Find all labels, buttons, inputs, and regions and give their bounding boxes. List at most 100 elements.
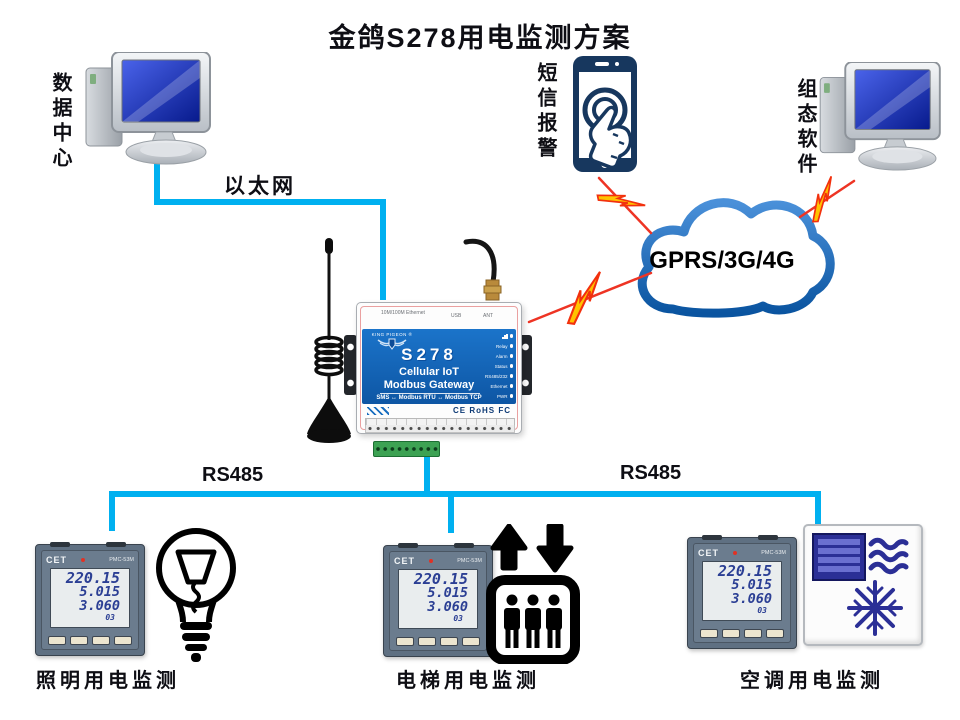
panel-divider — [380, 393, 480, 394]
ethernet-line — [154, 163, 386, 300]
meter-brand: CET — [698, 548, 719, 558]
meter-button — [70, 636, 88, 645]
ac-icon — [803, 524, 923, 646]
touch-hand-icon — [588, 105, 633, 170]
meter-clip — [398, 543, 418, 548]
led-dot — [509, 334, 513, 338]
led-label: Status — [494, 363, 508, 369]
smartphone-touch-icon — [573, 56, 637, 172]
snowflake-icon — [847, 580, 903, 636]
power-meter: CET PMC-53M 220.15 5.015 3.060 03 — [35, 542, 145, 656]
lcd-line: 5.015 — [427, 585, 468, 602]
sma-antenna-connector-icon — [463, 238, 502, 301]
meter-brand: CET — [46, 555, 67, 565]
usb-port-label: USB — [451, 313, 462, 319]
lcd-page: 03 — [757, 605, 767, 615]
scada-label: 组态软件 — [794, 78, 816, 178]
mounting-ear — [519, 335, 532, 395]
device-tagline2: Modbus Gateway — [383, 379, 475, 391]
led-label: Ethernet — [490, 383, 508, 389]
meter-brand: CET — [394, 556, 415, 566]
lcd-line: 3.060 — [731, 591, 772, 608]
meter-led — [429, 559, 433, 563]
device-protocol: SMS ↔ Modbus RTU ↔ Modbus TCP — [376, 395, 482, 401]
led-label: Relay — [495, 343, 508, 349]
meter-lcd: 220.15 5.015 3.060 03 — [50, 568, 130, 628]
ethernet-label: 以太网 — [224, 175, 296, 198]
power-meter: CET PMC-53M 220.15 5.015 3.060 03 — [383, 543, 493, 657]
cloud-label: GPRS/3G/4G — [649, 247, 795, 274]
cloud-icon — [637, 198, 835, 318]
meter-model: PMC-53M — [109, 557, 134, 563]
lcd-line: 5.015 — [79, 584, 120, 601]
led-dot — [509, 374, 513, 378]
lcd-page: 03 — [453, 613, 463, 623]
meter-clip — [50, 542, 70, 547]
meter-face: CET PMC-53M 220.15 5.015 3.060 03 — [41, 550, 139, 650]
device-model: S278 — [401, 345, 457, 364]
led-column: Relay Alarm Status RS485/232 Ethernet PW… — [485, 331, 513, 401]
desktop-computer-icon — [85, 52, 211, 165]
terminal-block — [373, 441, 440, 457]
desktop-computer-icon — [819, 62, 941, 171]
meter-button — [114, 636, 132, 645]
led-dot — [509, 384, 513, 388]
lcd-line: 3.060 — [427, 599, 468, 616]
meter-button — [700, 629, 718, 638]
meter-button — [462, 637, 480, 646]
meter-button — [418, 637, 436, 646]
terminal-screw-strip — [365, 425, 515, 433]
monitor-label-ac: 空调用电监测 — [740, 670, 884, 692]
led-dot — [509, 364, 513, 368]
lcd-line: 220.15 — [717, 562, 772, 580]
whip-antenna-icon — [307, 238, 351, 443]
bulb-icon — [156, 528, 236, 662]
page-title: 金鸽S278用电监测方案 — [328, 23, 632, 53]
wings-logo-icon — [377, 338, 407, 350]
meter-button — [766, 629, 784, 638]
led-dot — [509, 344, 513, 348]
led-dot — [509, 354, 513, 358]
meter-face: CET PMC-53M 220.15 5.015 3.060 03 — [389, 551, 487, 651]
rs485-left-label: RS485 — [202, 464, 264, 486]
monitor-label-elevator: 电梯用电监测 — [396, 670, 540, 692]
brand-name: KING PIGEON ® — [371, 332, 413, 337]
meter-clip — [454, 543, 474, 548]
lightning-icon — [553, 270, 616, 327]
meter-face: CET PMC-53M 220.15 5.015 3.060 03 — [693, 543, 791, 643]
led-label: PWR — [497, 393, 508, 399]
power-meter: CET PMC-53M 220.15 5.015 3.060 03 — [687, 535, 797, 649]
led-dot — [509, 394, 513, 398]
meter-button — [744, 629, 762, 638]
elevator-icon — [486, 524, 580, 664]
device-tagline1: Cellular IoT — [399, 366, 459, 378]
mounting-ear — [344, 335, 357, 395]
sms-alarm-label: 短信报警 — [534, 62, 556, 162]
meter-clip — [702, 535, 722, 540]
lcd-line: 220.15 — [413, 570, 468, 588]
brand-logo: KING PIGEON ® — [369, 332, 415, 356]
lcd-line: 220.15 — [65, 569, 120, 587]
ethernet-port-label: 10M/100M Ethernet — [381, 310, 425, 316]
meter-model: PMC-53M — [457, 558, 482, 564]
signal-icon — [502, 333, 508, 339]
rs485-right-label: RS485 — [620, 462, 682, 484]
rs485-bus-line — [109, 491, 821, 531]
meter-button — [396, 637, 414, 646]
s278-gateway: 10M/100M Ethernet USB ANT KING PIGEON ® … — [356, 302, 522, 434]
meter-model: PMC-53M — [761, 550, 786, 556]
device-front-panel: KING PIGEON ® S278 Cellular IoT Modbus G… — [362, 329, 516, 404]
data-center-label: 数据中心 — [49, 72, 71, 172]
meter-button — [722, 629, 740, 638]
lcd-line: 3.060 — [79, 598, 120, 615]
meter-led — [733, 551, 737, 555]
meter-clip — [758, 535, 778, 540]
meter-lcd: 220.15 5.015 3.060 03 — [398, 569, 478, 629]
monitor-label-lighting: 照明用电监测 — [36, 670, 180, 692]
meter-button — [48, 636, 66, 645]
meter-led — [81, 558, 85, 562]
meter-button — [92, 636, 110, 645]
led-label: Alarm — [495, 353, 508, 359]
